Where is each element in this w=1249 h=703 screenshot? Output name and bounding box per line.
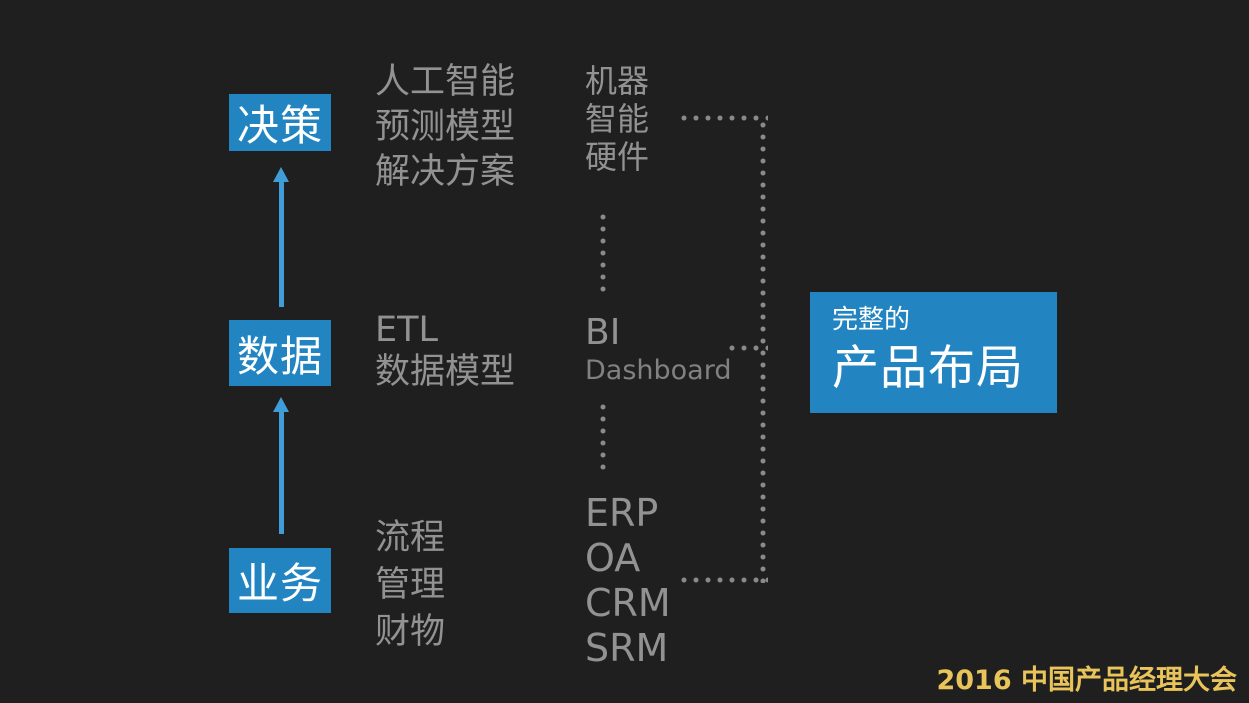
list-item: 财物 [375, 612, 446, 652]
list-item: ERP [585, 491, 659, 535]
list-item: OA [585, 536, 641, 580]
list-item: ETL [375, 310, 438, 350]
dotted-connector-middle-horizontal [726, 345, 768, 351]
list-item: 人工智能 [375, 62, 516, 102]
stage-box-decision: 决策 [229, 94, 331, 151]
dotted-connector-vertical [760, 119, 766, 583]
list-item: 硬件 [585, 138, 650, 176]
decision-methods-list: 人工智能 预测模型 解决方案 [375, 60, 515, 195]
dotted-divider-upper [600, 211, 606, 293]
list-item: BI [585, 312, 621, 353]
dotted-divider-lower [600, 401, 606, 471]
dotted-connector-bottom-horizontal [678, 577, 768, 583]
product-layout-callout: 完整的 产品布局 [810, 292, 1057, 413]
data-methods-list: ETL 数据模型 [375, 309, 515, 393]
list-item: CRM [585, 581, 671, 625]
business-products-list: ERP OA CRM SRM [585, 491, 671, 671]
decision-products-list: 机器 智能 硬件 [585, 62, 649, 176]
dotted-connector-top-horizontal [678, 115, 768, 121]
up-arrow-business-to-data-icon [273, 397, 290, 534]
data-products-list: BI Dashboard [585, 312, 731, 388]
up-arrow-data-to-decision-icon [273, 167, 290, 307]
list-item: 管理 [375, 565, 446, 605]
stage-label-business: 业务 [236, 559, 323, 608]
list-item: 机器 [585, 62, 650, 100]
callout-title: 产品布局 [832, 341, 1024, 396]
list-item: Dashboard [585, 355, 732, 386]
stage-label-data: 数据 [236, 331, 323, 381]
arrow-shaft [279, 410, 284, 534]
list-item: 数据模型 [375, 352, 516, 392]
arrow-shaft [279, 180, 284, 307]
stage-label-decision: 决策 [236, 101, 323, 150]
callout-subtitle: 完整的 [832, 305, 911, 335]
arrow-head-icon [273, 397, 289, 412]
arrow-head-icon [273, 167, 289, 182]
business-methods-list: 流程 管理 财物 [375, 515, 445, 656]
stage-box-data: 数据 [229, 320, 331, 386]
list-item: SRM [585, 626, 669, 670]
conference-footer-label: 2016 中国产品经理大会 [936, 665, 1237, 696]
list-item: 智能 [585, 100, 650, 138]
list-item: 解决方案 [375, 152, 516, 192]
list-item: 预测模型 [375, 107, 516, 147]
list-item: 流程 [375, 518, 446, 558]
stage-box-business: 业务 [229, 548, 331, 613]
